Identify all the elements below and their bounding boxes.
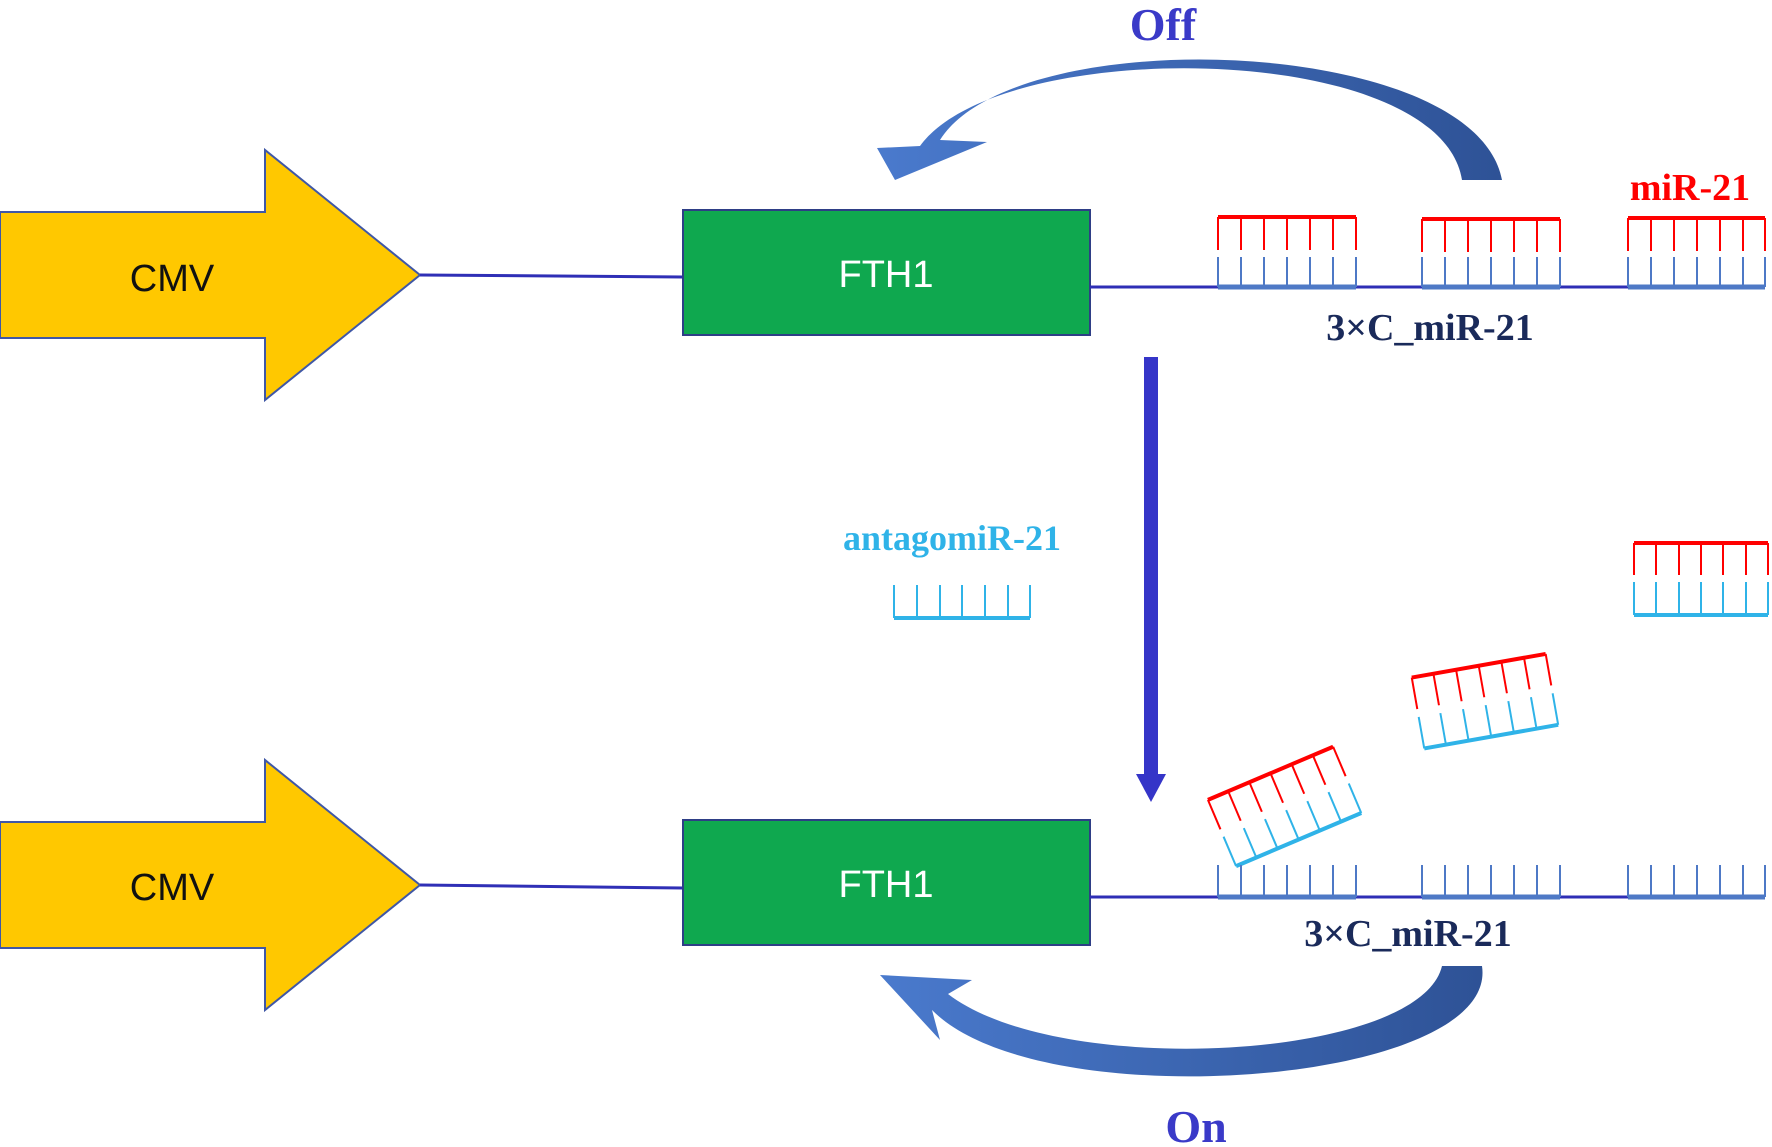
antagomir-label: antagomiR-21 — [843, 518, 1061, 558]
down-arrow-shaft — [1144, 357, 1158, 774]
free-target-site-3 — [1627, 865, 1766, 900]
target-site-2 — [1421, 257, 1561, 290]
cmv-promoter-arrow — [0, 147, 422, 403]
top-construct: Off CMV FTH1 — [0, 0, 1766, 403]
duplex-tilted-2 — [1207, 744, 1363, 868]
down-arrow-head — [1136, 774, 1166, 802]
target-sites-label: 3×C_miR-21 — [1326, 307, 1533, 349]
on-label: On — [1165, 1101, 1226, 1147]
fth1-gene-box — [682, 209, 1091, 336]
mirna-strand-3 — [1627, 216, 1766, 251]
mir21-label: miR-21 — [1630, 167, 1750, 209]
target-site-3 — [1627, 257, 1766, 290]
target-site-1 — [1217, 257, 1357, 290]
free-target-site-1 — [1217, 865, 1357, 900]
fth1-label: FTH1 — [839, 254, 934, 296]
transition: antagomiR-21 — [843, 357, 1769, 868]
off-feedback-arrow — [877, 59, 1502, 180]
off-label: Off — [1130, 0, 1197, 50]
duplex-tilted-1 — [1410, 651, 1560, 751]
free-target-site-2 — [1421, 865, 1561, 900]
mirna-strand-1 — [1217, 215, 1357, 250]
on-feedback-arrow — [880, 966, 1483, 1077]
bottom-construct: CMV FTH1 3×C_miR-21 On — [0, 757, 1766, 1147]
cmv-label: CMV — [130, 867, 215, 909]
cmv-label: CMV — [130, 258, 215, 300]
antagomir-strand — [893, 585, 1031, 620]
fth1-label: FTH1 — [839, 864, 934, 906]
cmv-promoter-arrow — [0, 757, 422, 1013]
dna-line — [419, 883, 684, 890]
dna-line — [419, 273, 684, 279]
duplex-horizontal — [1633, 541, 1769, 617]
target-sites-label: 3×C_miR-21 — [1304, 913, 1511, 955]
fth1-gene-box — [682, 819, 1091, 946]
mirna-strand-2 — [1421, 217, 1561, 252]
